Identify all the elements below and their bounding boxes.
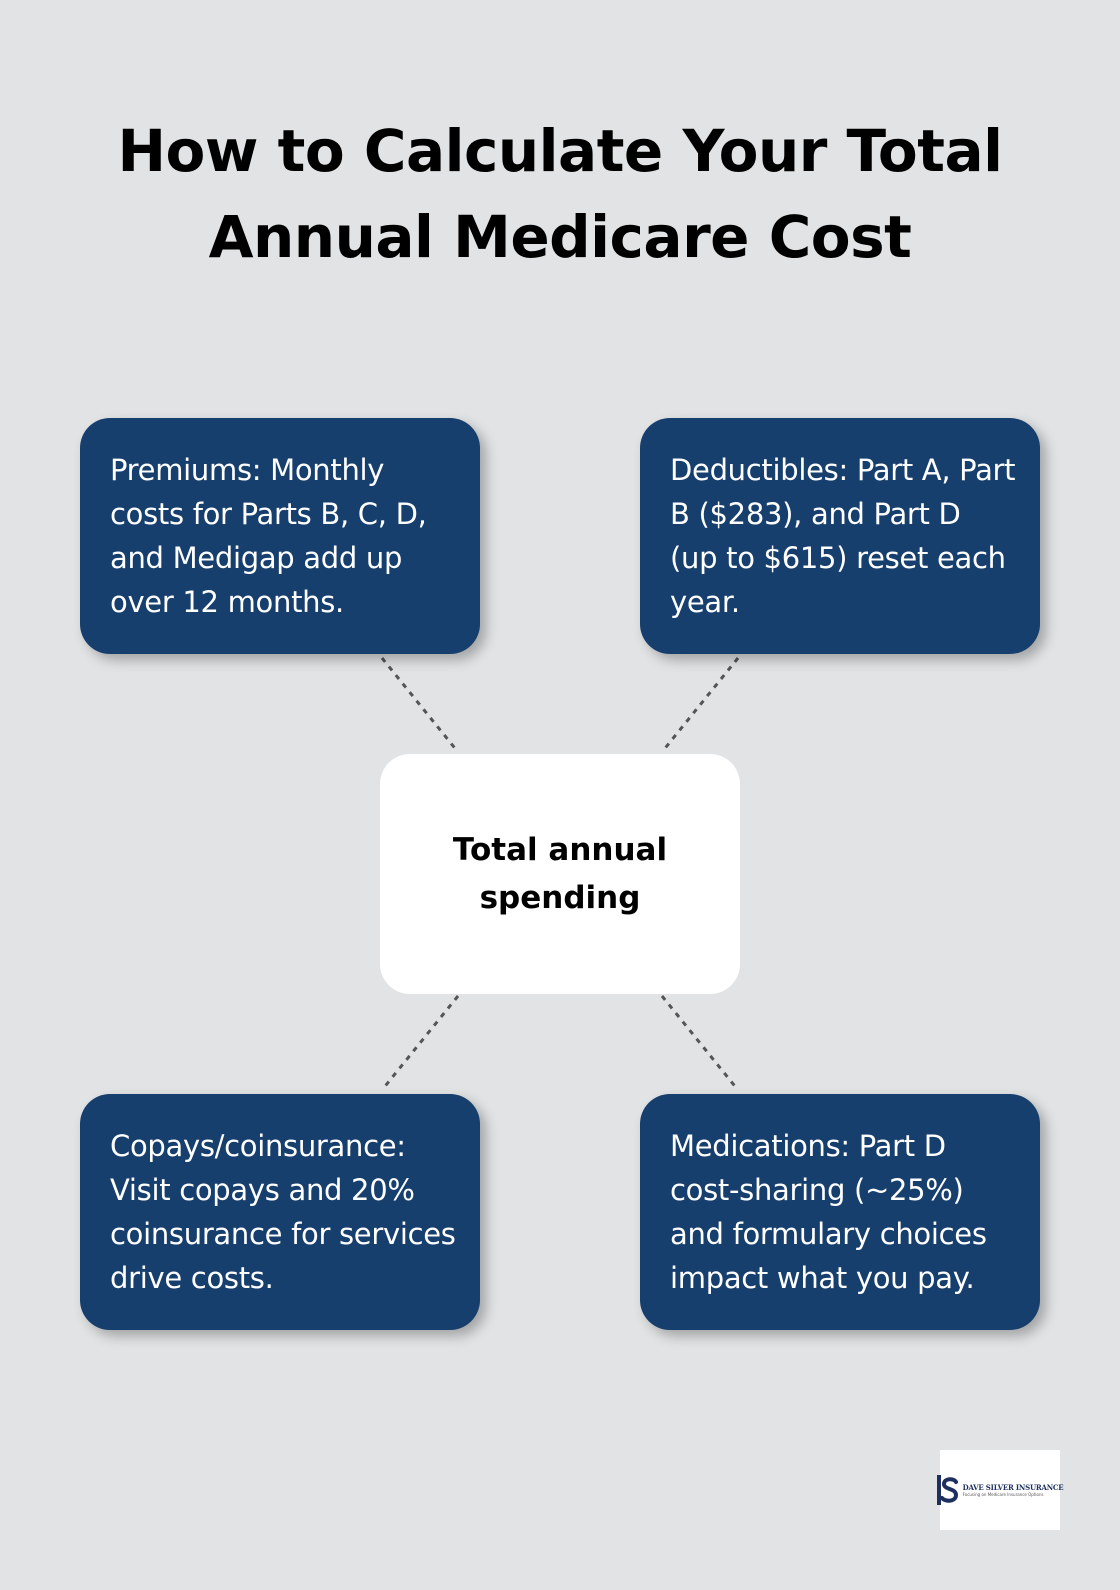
connector-bottom-left (380, 995, 460, 1091)
logo-name: DAVE SILVER INSURANCE (962, 1482, 1064, 1492)
company-logo: DAVE SILVER INSURANCE Focusing on Medica… (936, 1450, 1064, 1530)
premiums-text: Premiums: Monthly costs for Parts B, C, … (110, 453, 427, 619)
connector-top-left (380, 657, 460, 753)
connector-top-right (660, 657, 740, 753)
center-label: Total annual spending (452, 832, 668, 916)
connector-bottom-right (660, 995, 740, 1091)
total-annual-spending-box: Total annual spending (380, 754, 740, 994)
copays-coinsurance-text: Copays/coinsurance: Visit copays and 20%… (110, 1129, 456, 1295)
page-title: How to Calculate Your Total Annual Medic… (60, 108, 1060, 280)
logo-s-mark-icon (936, 1475, 958, 1505)
title-line-2: Annual Medicare Cost (208, 203, 912, 271)
copays-coinsurance-card: Copays/coinsurance: Visit copays and 20%… (80, 1094, 480, 1330)
logo-wordmark: DAVE SILVER INSURANCE Focusing on Medica… (963, 1484, 1064, 1497)
medications-text: Medications: Part D cost-sharing (~25%) … (670, 1129, 987, 1295)
logo-tagline: Focusing on Medicare Insurance Options (962, 1491, 1044, 1497)
deductibles-card: Deductibles: Part A, Part B ($283), and … (640, 418, 1040, 654)
medications-card: Medications: Part D cost-sharing (~25%) … (640, 1094, 1040, 1330)
deductibles-text: Deductibles: Part A, Part B ($283), and … (670, 453, 1016, 619)
premiums-card: Premiums: Monthly costs for Parts B, C, … (80, 418, 480, 654)
title-line-1: How to Calculate Your Total (117, 117, 1003, 185)
